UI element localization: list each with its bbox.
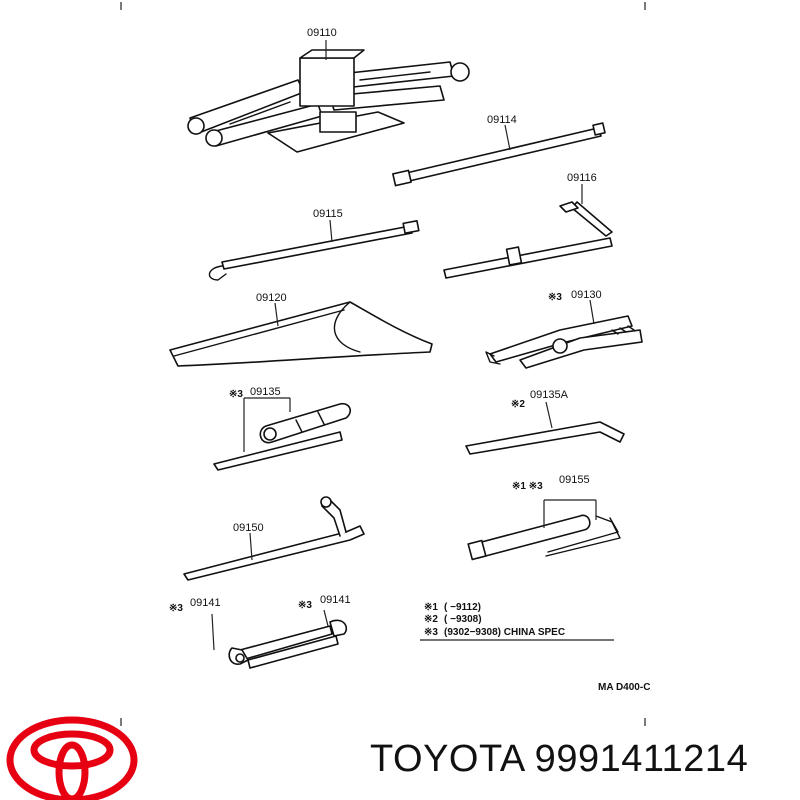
hook-rod-leader — [329, 219, 333, 243]
pliers-prefix: ※3 — [548, 292, 562, 303]
handle-label: 09114 — [487, 114, 517, 126]
pliers-illustration — [485, 315, 643, 369]
brand-part-number: TOYOTA 9991411214 — [370, 738, 749, 780]
corner-marks — [120, 2, 646, 726]
socket-illustration — [467, 514, 621, 561]
note-3-mark: ※3 — [424, 627, 438, 638]
spanner2-label: 09141 — [320, 594, 351, 606]
crank-label: 09116 — [567, 172, 597, 184]
screwdriver-label: 09135 — [250, 386, 281, 398]
hook-rod-label: 09115 — [313, 208, 343, 220]
note-1-mark: ※1 — [424, 602, 438, 613]
pliers-leader — [589, 299, 595, 325]
screwdriver-leader — [243, 397, 291, 452]
socket-prefix: ※1 ※3 — [512, 481, 543, 492]
spanner-illustration — [228, 619, 348, 669]
jack-label: 09110 — [307, 27, 337, 39]
socket-label: 09155 — [559, 474, 590, 486]
wrench-bar-label: 09150 — [233, 522, 264, 534]
socket-leader — [543, 499, 597, 528]
note-1-text: ( −9112) — [444, 602, 481, 613]
spanner1-prefix: ※3 — [169, 603, 183, 614]
spanner2-leader — [323, 609, 329, 627]
spanner1-label: 09141 — [190, 597, 221, 609]
screwdriver-illustration — [213, 402, 352, 471]
handle-illustration — [392, 122, 606, 187]
handle-leader — [504, 124, 511, 151]
screwdriver-prefix: ※3 — [229, 389, 243, 400]
pliers-label: 09130 — [571, 289, 602, 301]
spanner1-leader — [211, 613, 215, 651]
jack-illustration — [187, 49, 470, 153]
wrench-bar-leader — [249, 532, 253, 561]
wrench-bar-illustration — [183, 496, 365, 581]
hook-rod-illustration — [208, 219, 420, 281]
notes-block: ※1 ( −9112) ※2 ( −9308) ※3 (9302−9308) C… — [420, 602, 614, 641]
toyota-logo-icon — [6, 716, 138, 800]
bar-illustration — [465, 421, 625, 455]
note-3-text: (9302−9308) CHINA SPEC — [444, 627, 565, 638]
bar-label: 09135A — [530, 389, 569, 401]
bag-illustration — [169, 301, 433, 367]
diagram-code: MA D400-C — [598, 682, 650, 693]
spanner2-prefix: ※3 — [298, 600, 312, 611]
note-2-text: ( −9308) — [444, 614, 482, 625]
note-2-mark: ※2 — [424, 614, 438, 625]
crank-illustration — [443, 201, 613, 279]
bar-leader — [545, 401, 553, 429]
bag-leader — [274, 302, 279, 327]
bar-prefix: ※2 — [511, 399, 525, 410]
bag-label: 09120 — [256, 292, 287, 304]
